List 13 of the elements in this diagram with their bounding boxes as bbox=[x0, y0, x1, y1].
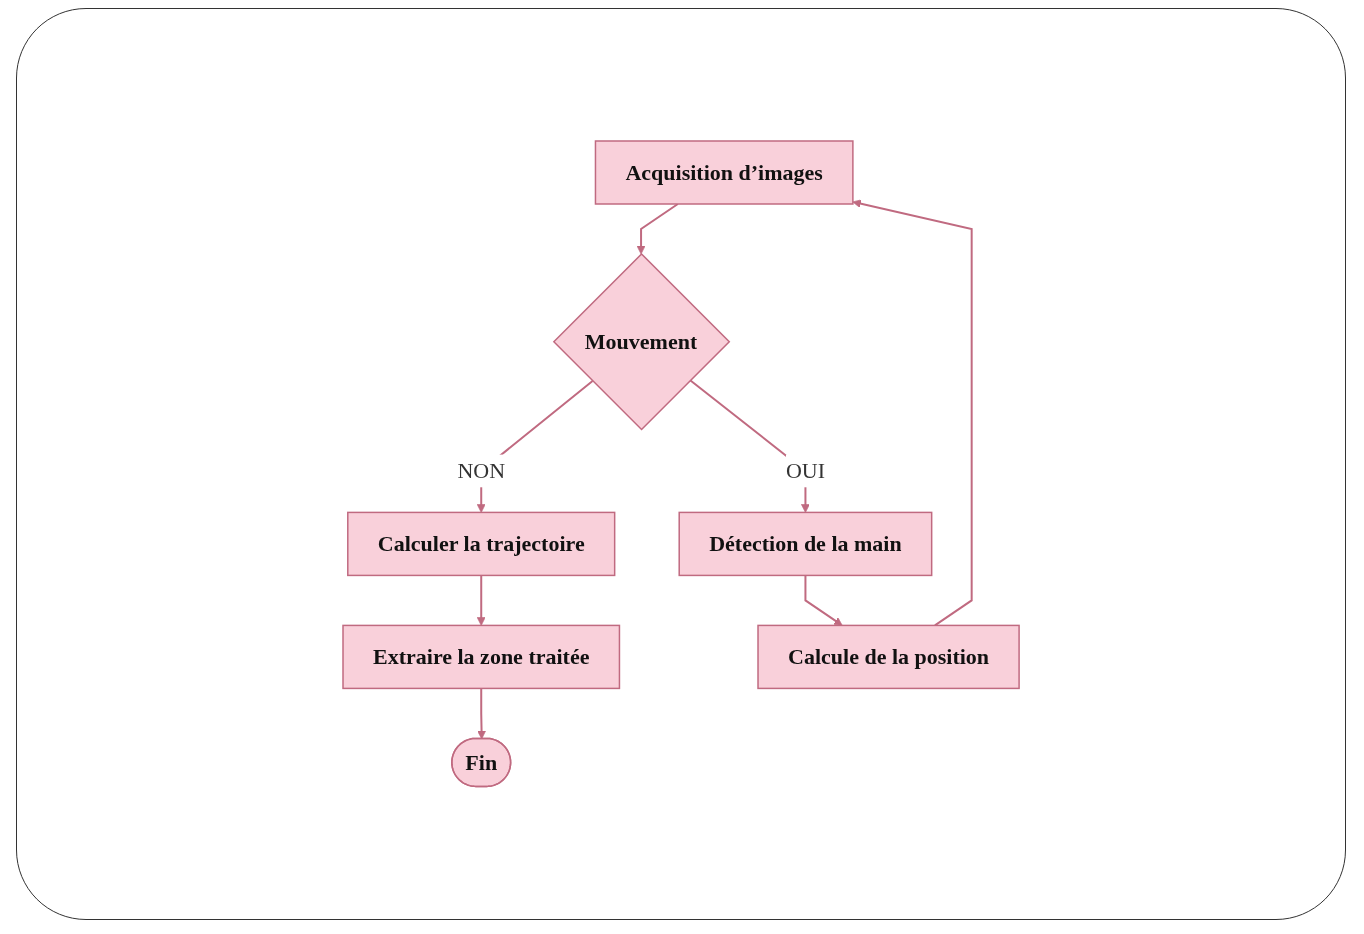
node-box: Extraire la zone traitée bbox=[342, 624, 621, 690]
node-diamond: Mouvement bbox=[552, 253, 731, 431]
arrow bbox=[852, 199, 973, 627]
edge-label: NON bbox=[457, 458, 506, 484]
node-box: Calcule de la position bbox=[757, 624, 1020, 690]
node-box: Acquisition d’images bbox=[594, 140, 854, 206]
node-box: Détection de la main bbox=[678, 511, 933, 577]
arrow bbox=[477, 687, 486, 740]
arrow bbox=[804, 574, 843, 627]
arrow bbox=[636, 203, 679, 255]
edge-label: OUI bbox=[785, 458, 825, 484]
arrow bbox=[476, 574, 486, 627]
node-box: Calculer la trajectoire bbox=[347, 511, 616, 577]
